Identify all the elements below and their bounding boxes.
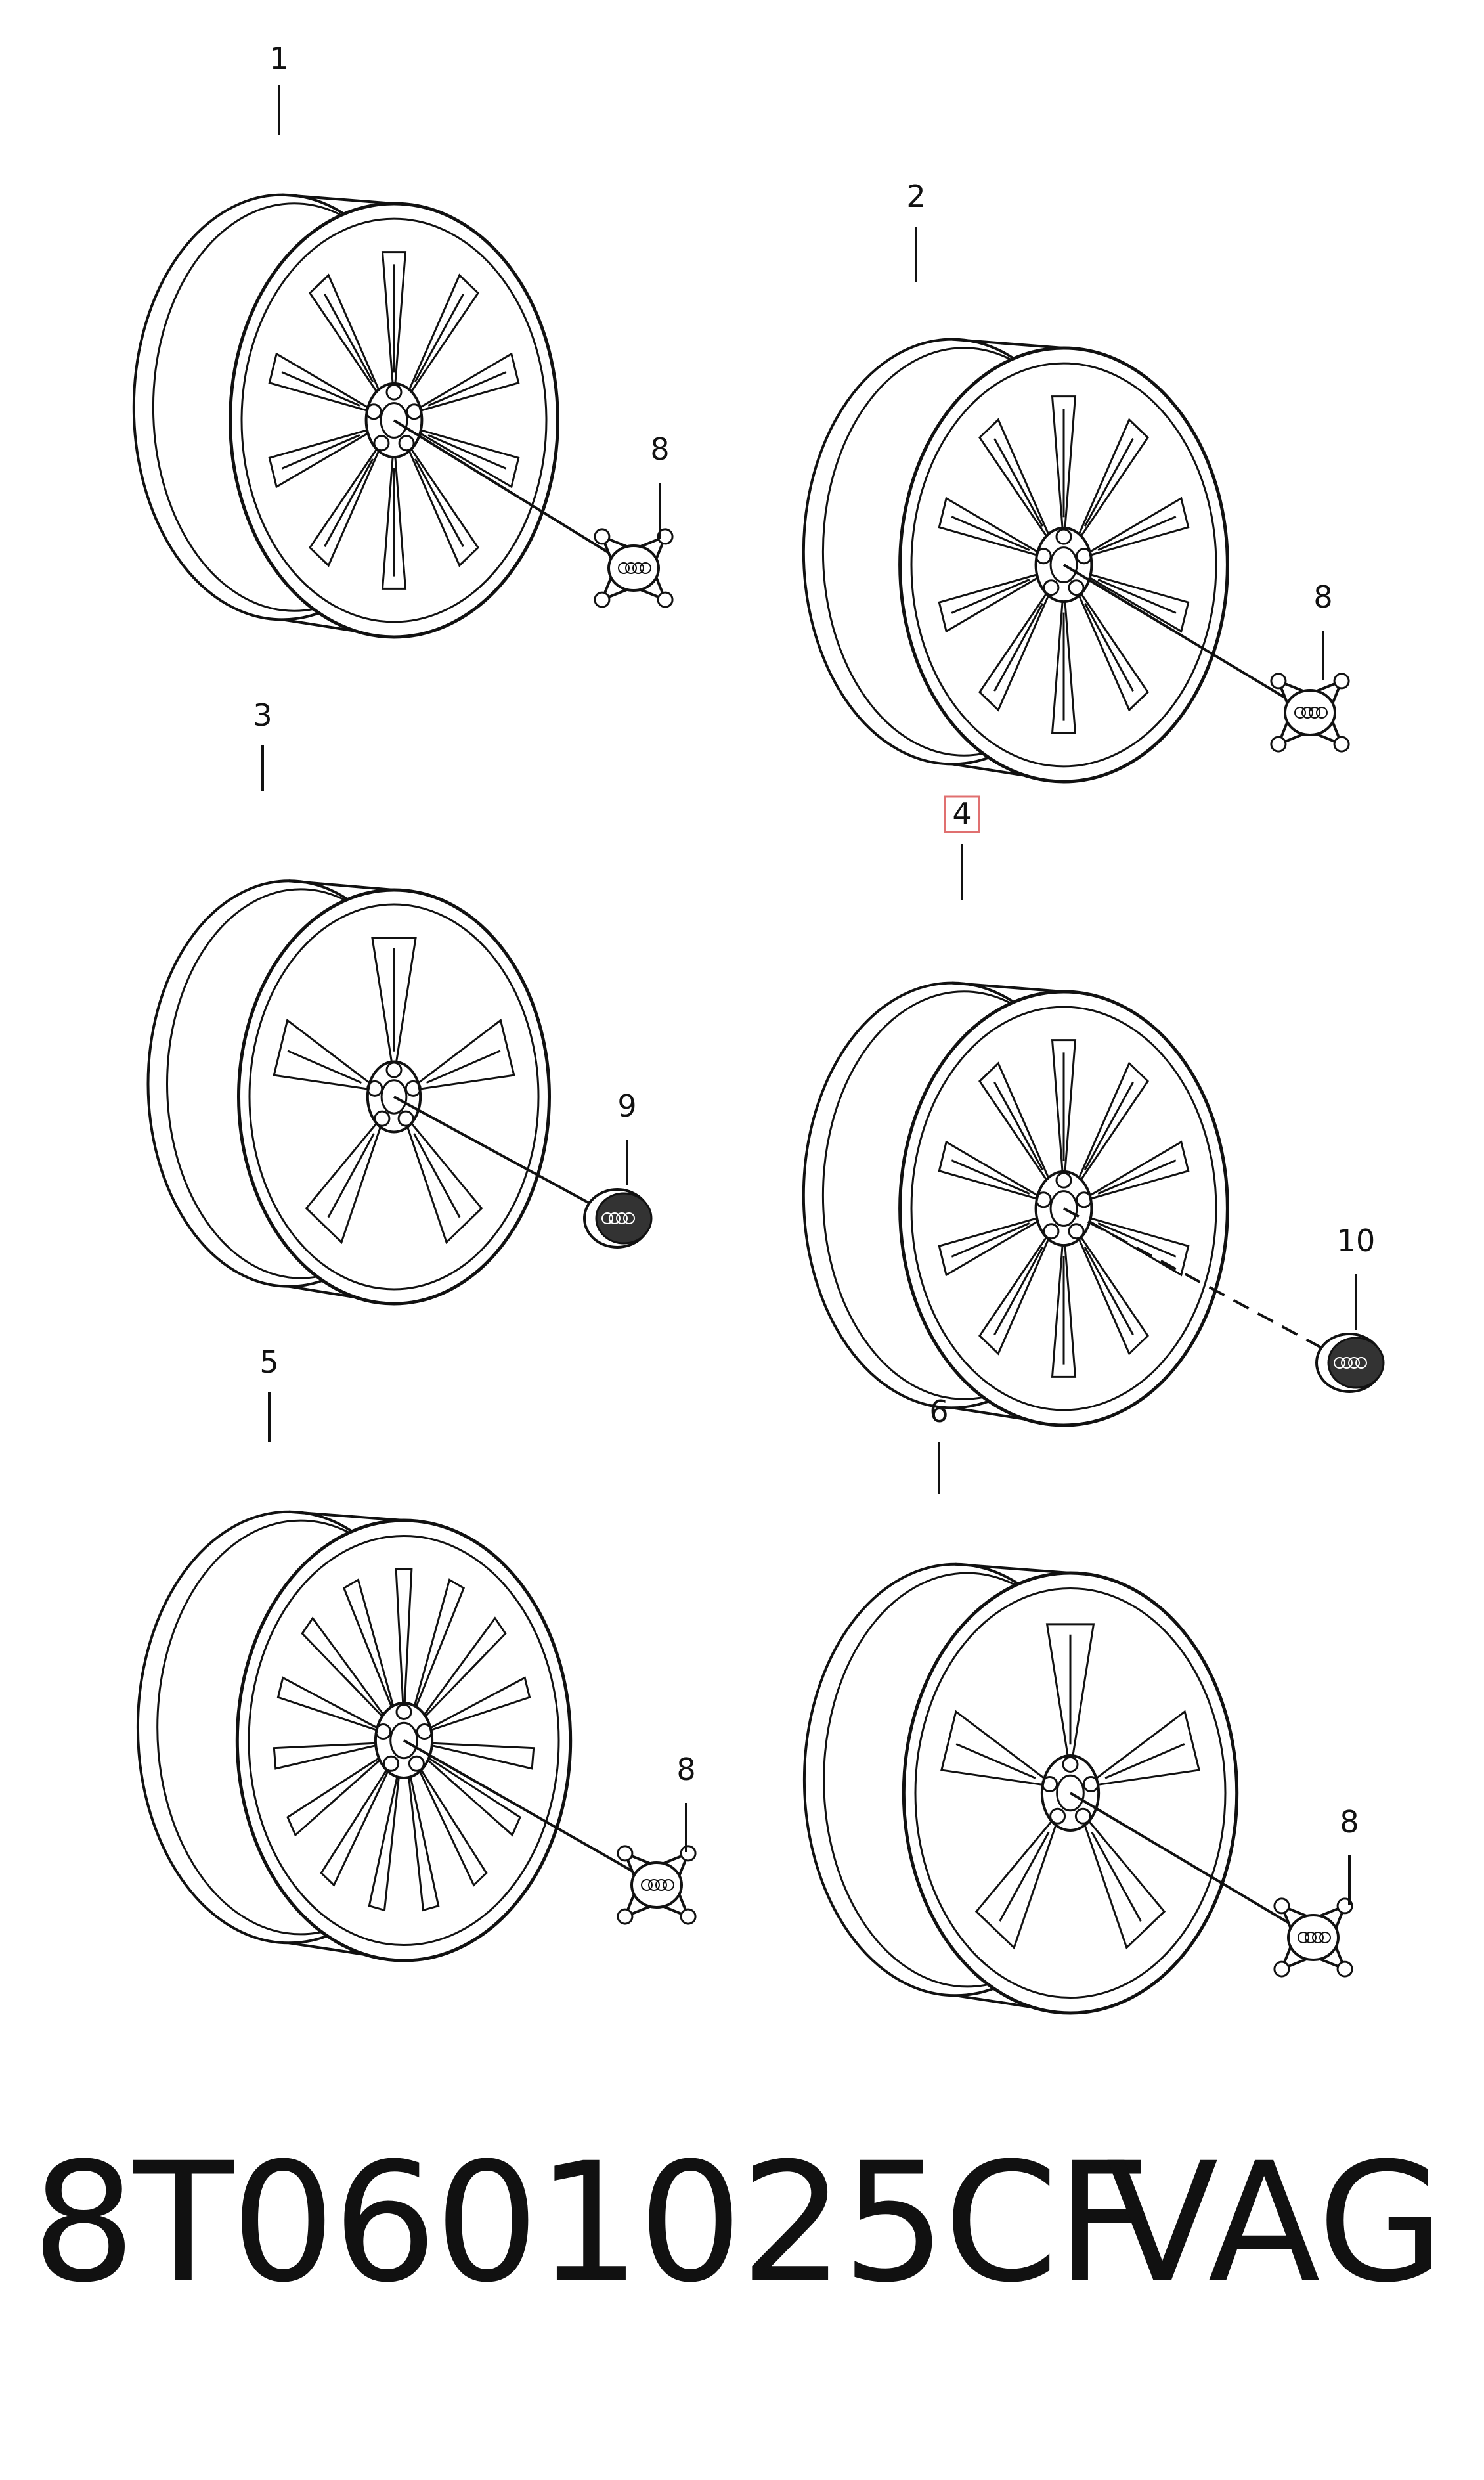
wheel-1-callout: 1 <box>269 41 288 76</box>
wheel-4-highlight-box <box>944 795 980 833</box>
wheel-5-callout: 5 <box>259 1344 278 1380</box>
wheel-6-center-cap <box>1273 1897 1353 1978</box>
wheel-4: 4 10 <box>802 795 1385 1427</box>
wheel-3-callout: 3 <box>253 698 272 733</box>
wheel-2-center-cap <box>1270 673 1350 753</box>
wheel-3: 39 <box>146 698 653 1306</box>
wheel-5: 58 <box>136 1344 697 1962</box>
wheel-2: 28 <box>802 179 1350 784</box>
wheel-2-cap-callout: 8 <box>1313 579 1332 615</box>
wheel-4-cap-callout: 10 <box>1337 1223 1376 1258</box>
wheel-1-cap-callout: 8 <box>650 432 669 467</box>
wheel-1: 18 <box>132 41 674 639</box>
wheel-6-callout: 6 <box>929 1394 948 1429</box>
wheel-5-cap-callout: 8 <box>676 1752 695 1787</box>
wheel-5-center-cap <box>617 1845 697 1925</box>
wheel-3-center-cap <box>583 1188 653 1249</box>
wheel-1-center-cap <box>594 528 674 608</box>
wheel-4-callout: 4 <box>952 796 971 831</box>
wheel-6: 68 <box>802 1394 1359 2015</box>
part-number: 8T0601025CF <box>32 2127 1150 2318</box>
brand-name: VAG <box>1106 2127 1445 2318</box>
wheel-3-cap-callout: 9 <box>617 1088 636 1124</box>
wheel-4-center-cap <box>1315 1333 1385 1393</box>
wheel-6-cap-callout: 8 <box>1340 1804 1359 1840</box>
wheel-2-callout: 2 <box>906 179 925 214</box>
